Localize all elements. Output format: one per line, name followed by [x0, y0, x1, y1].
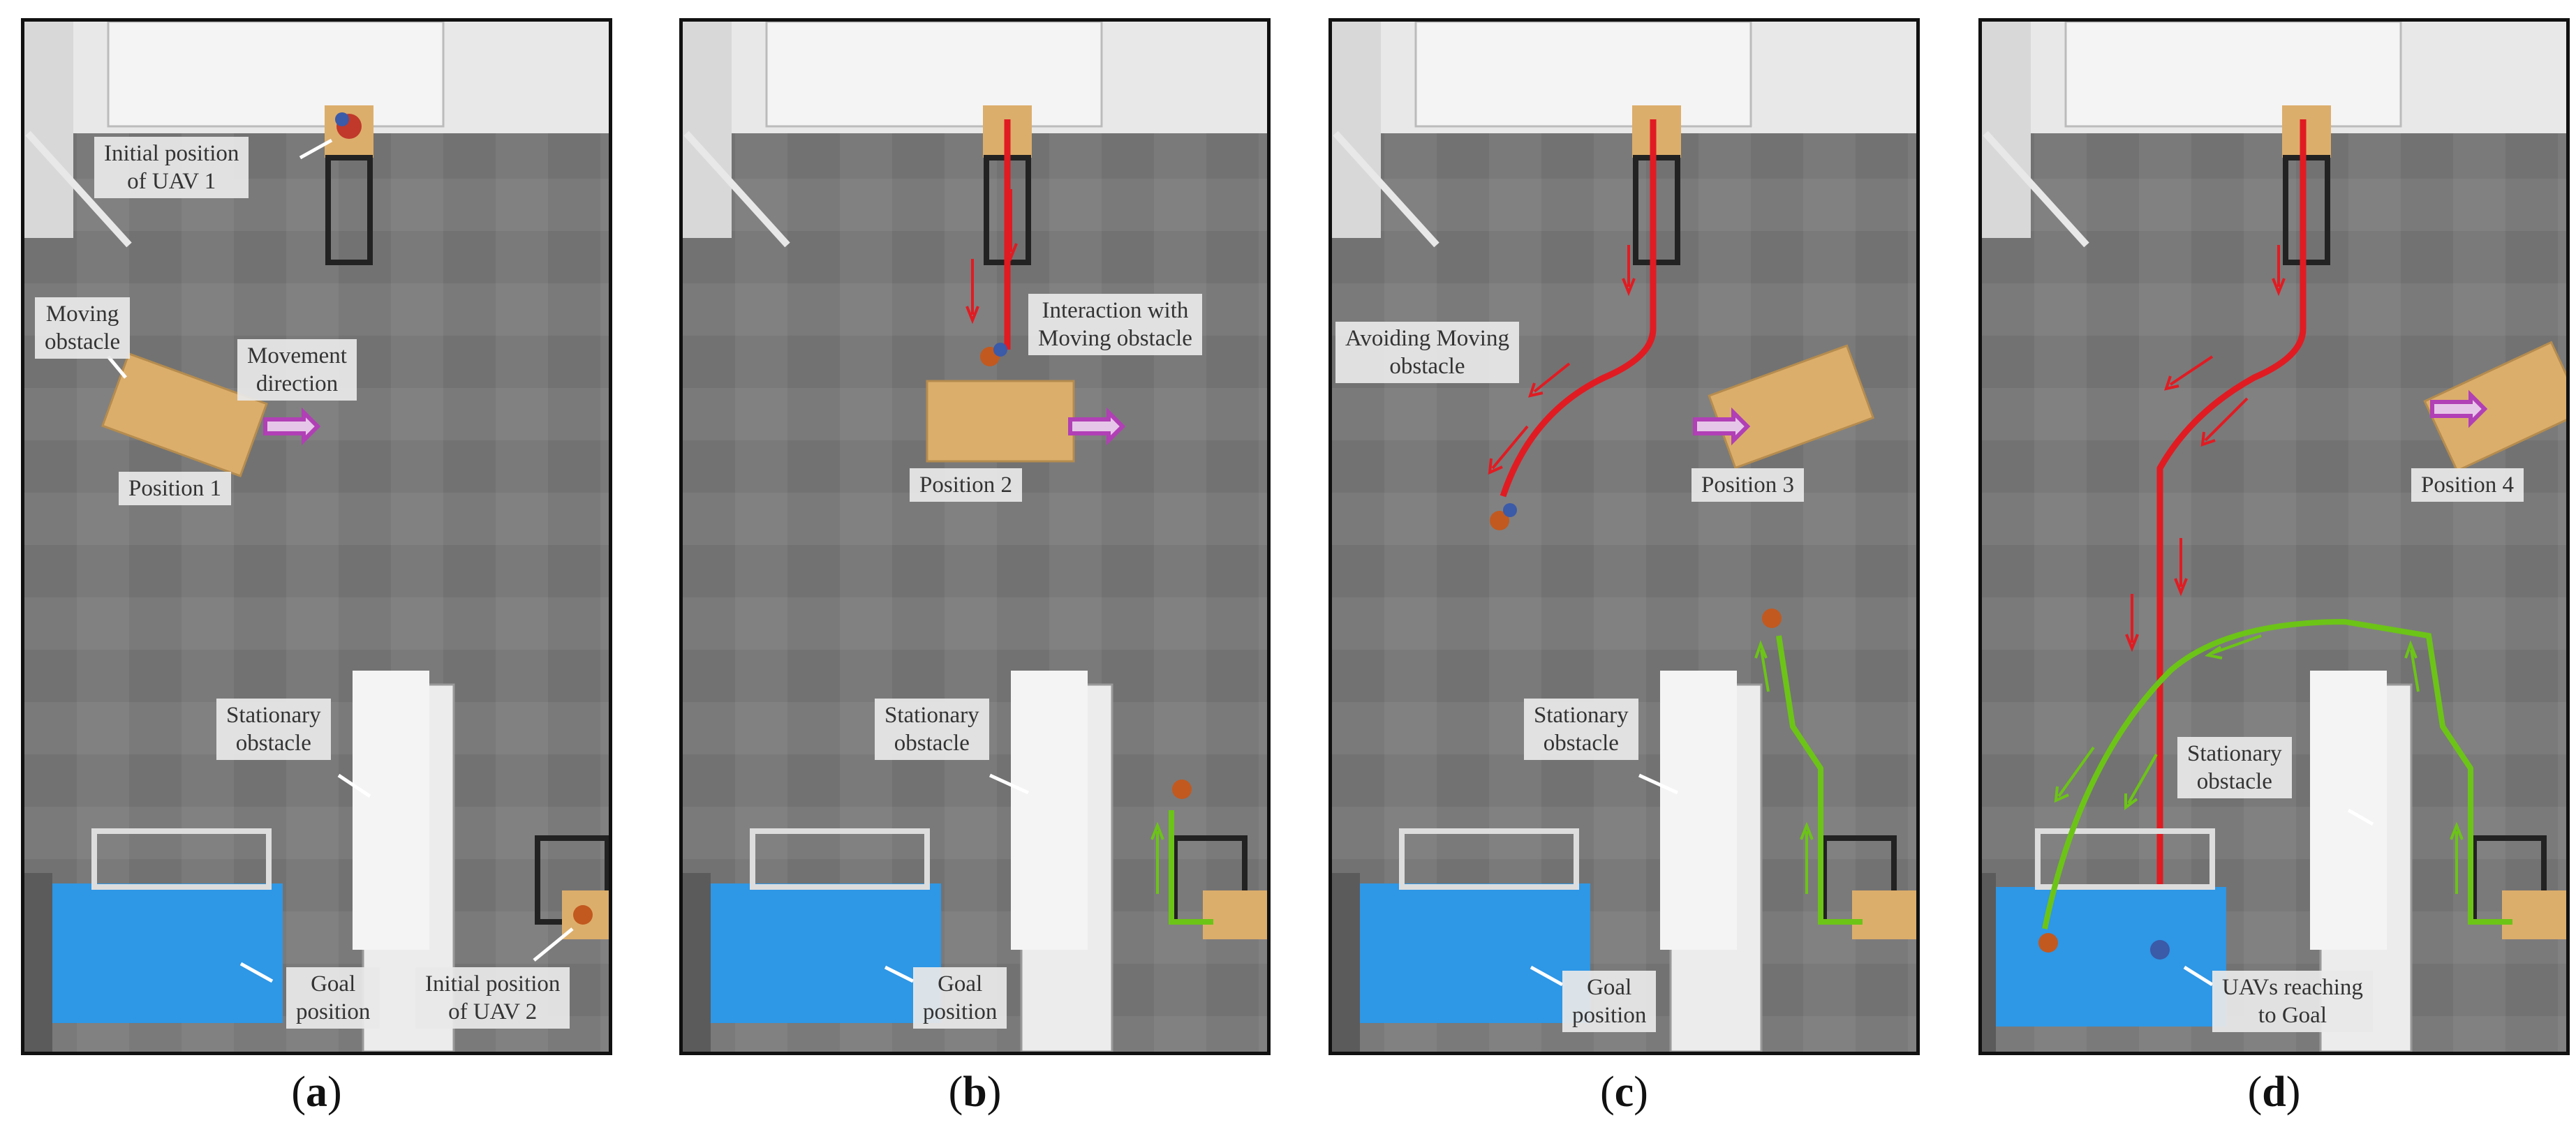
label-goal-position: Goal position	[1562, 971, 1657, 1032]
label-goal-position: Goal position	[913, 967, 1007, 1029]
scene-photo-c	[1332, 22, 1916, 1052]
label-stationary-obstacle: Stationary obstacle	[1524, 699, 1638, 760]
label-uavs-reaching-goal: UAVs reaching to Goal	[2212, 971, 2373, 1032]
panel-b: Interaction with Moving obstacle Positio…	[679, 18, 1271, 1055]
label-position: Position 1	[119, 472, 231, 505]
label-movement-direction: Movement direction	[237, 339, 357, 401]
label-stationary-obstacle: Stationary obstacle	[2177, 737, 2292, 798]
caption-c: (c)	[1600, 1068, 1648, 1116]
panel-a: Initial position of UAV 1 Moving obstacl…	[21, 18, 612, 1055]
label-position: Position 3	[1692, 468, 1804, 502]
label-initial-position-uav2: Initial position of UAV 2	[415, 967, 570, 1029]
label-initial-position-uav1: Initial position of UAV 1	[94, 137, 249, 198]
label-avoiding: Avoiding Moving obstacle	[1335, 322, 1519, 383]
label-position: Position 2	[910, 468, 1022, 502]
label-interaction: Interaction with Moving obstacle	[1028, 294, 1202, 355]
panel-c: Avoiding Moving obstacle Position 3 Stat…	[1328, 18, 1920, 1055]
label-stationary-obstacle: Stationary obstacle	[875, 699, 989, 760]
scene-photo-a	[24, 22, 609, 1052]
panel-d: Position 4 Stationary obstacle UAVs reac…	[1978, 18, 2570, 1055]
label-stationary-obstacle: Stationary obstacle	[216, 699, 331, 760]
caption-d: (d)	[2247, 1068, 2301, 1116]
label-moving-obstacle: Moving obstacle	[35, 297, 131, 359]
caption-a: (a)	[291, 1068, 342, 1116]
scene-photo-b	[683, 22, 1267, 1052]
label-goal-position: Goal position	[286, 967, 380, 1029]
caption-b: (b)	[948, 1068, 1002, 1116]
label-position: Position 4	[2411, 468, 2524, 502]
scene-photo-d	[1982, 22, 2566, 1052]
